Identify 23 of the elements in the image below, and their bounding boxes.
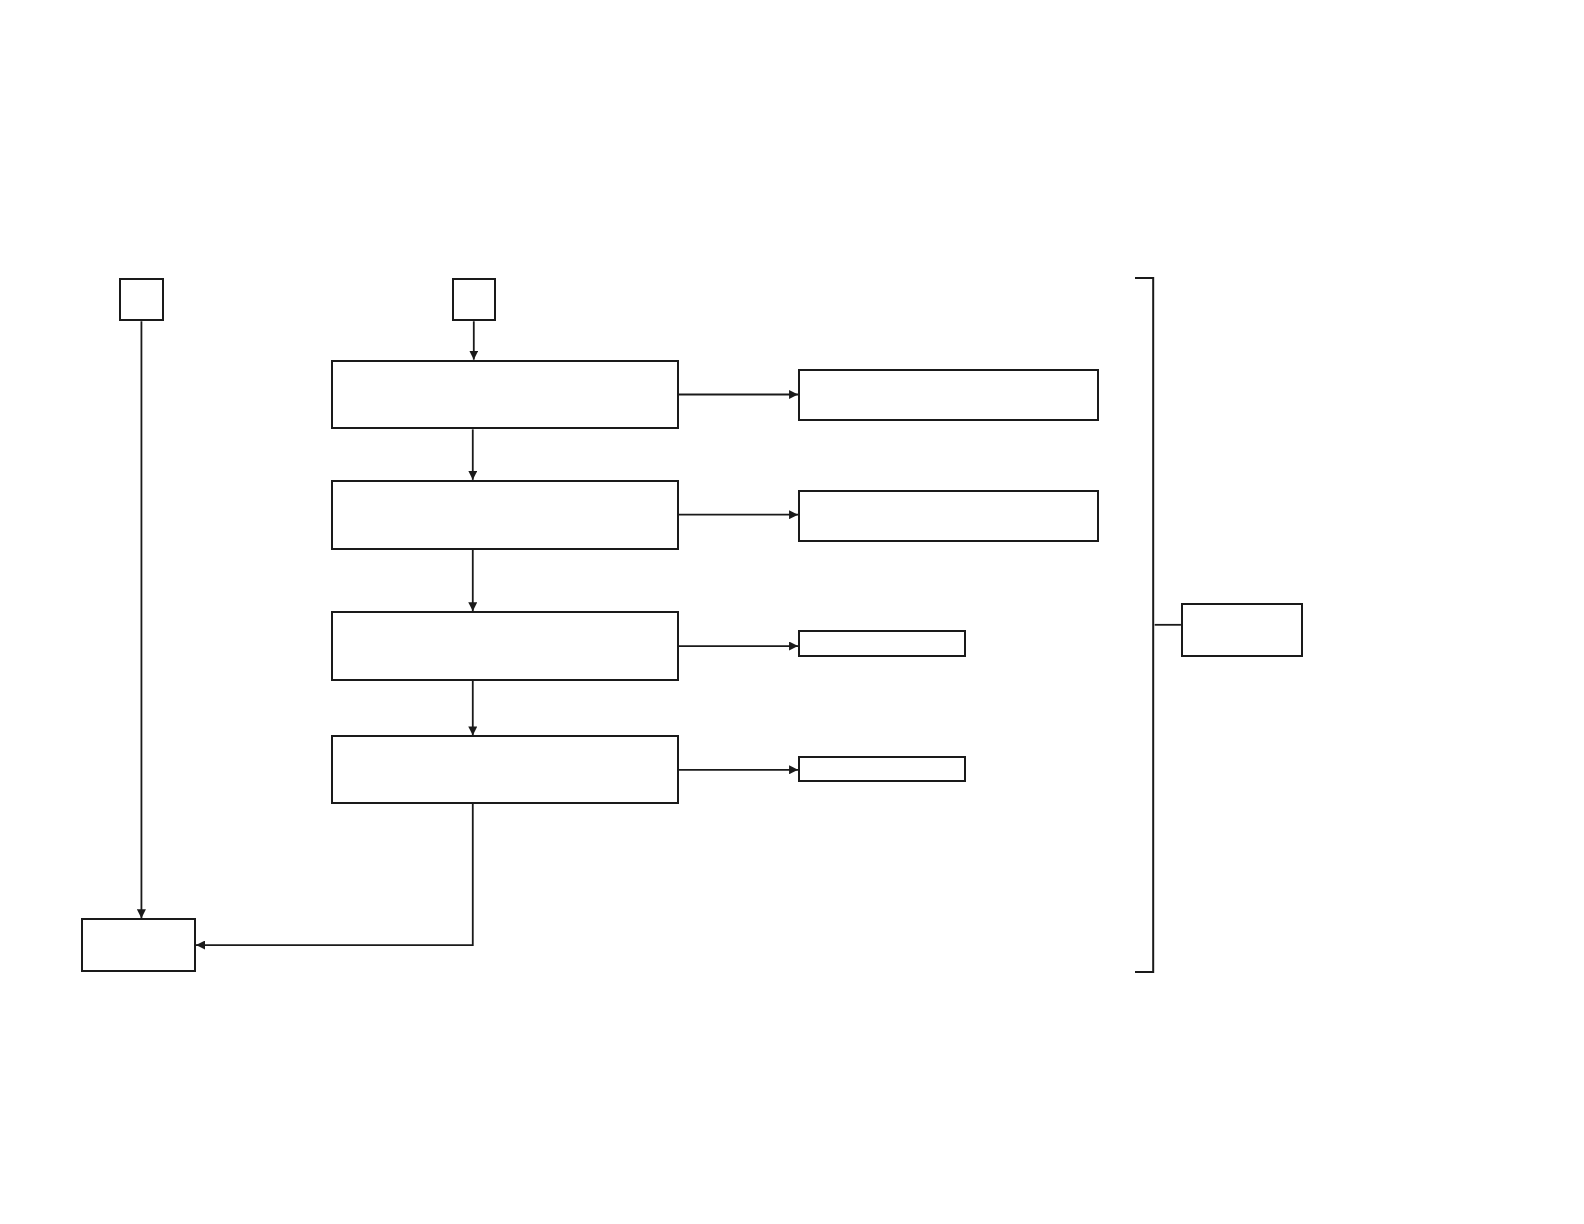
- empty-box: [80, 918, 196, 972]
- empty-box: [798, 630, 966, 657]
- arrow: [136, 320, 146, 920]
- empty-box: [331, 479, 679, 550]
- empty-box: [451, 277, 496, 322]
- arrow: [468, 548, 478, 613]
- empty-box: [119, 277, 164, 322]
- arrow: [677, 390, 799, 399]
- arrow: [469, 320, 479, 361]
- arrow: [677, 641, 799, 651]
- bracket: [1135, 276, 1155, 973]
- arrow: [468, 680, 478, 737]
- arrow: [677, 510, 799, 520]
- empty-box: [331, 735, 679, 805]
- arrow: [677, 765, 799, 775]
- empty-box: [798, 368, 1100, 422]
- empty-box: [331, 611, 679, 681]
- empty-box: [798, 755, 966, 782]
- empty-box: [331, 359, 679, 430]
- arrow: [195, 803, 474, 950]
- empty-box: [798, 489, 1100, 543]
- arrow: [468, 428, 478, 481]
- empty-box: [1180, 603, 1304, 657]
